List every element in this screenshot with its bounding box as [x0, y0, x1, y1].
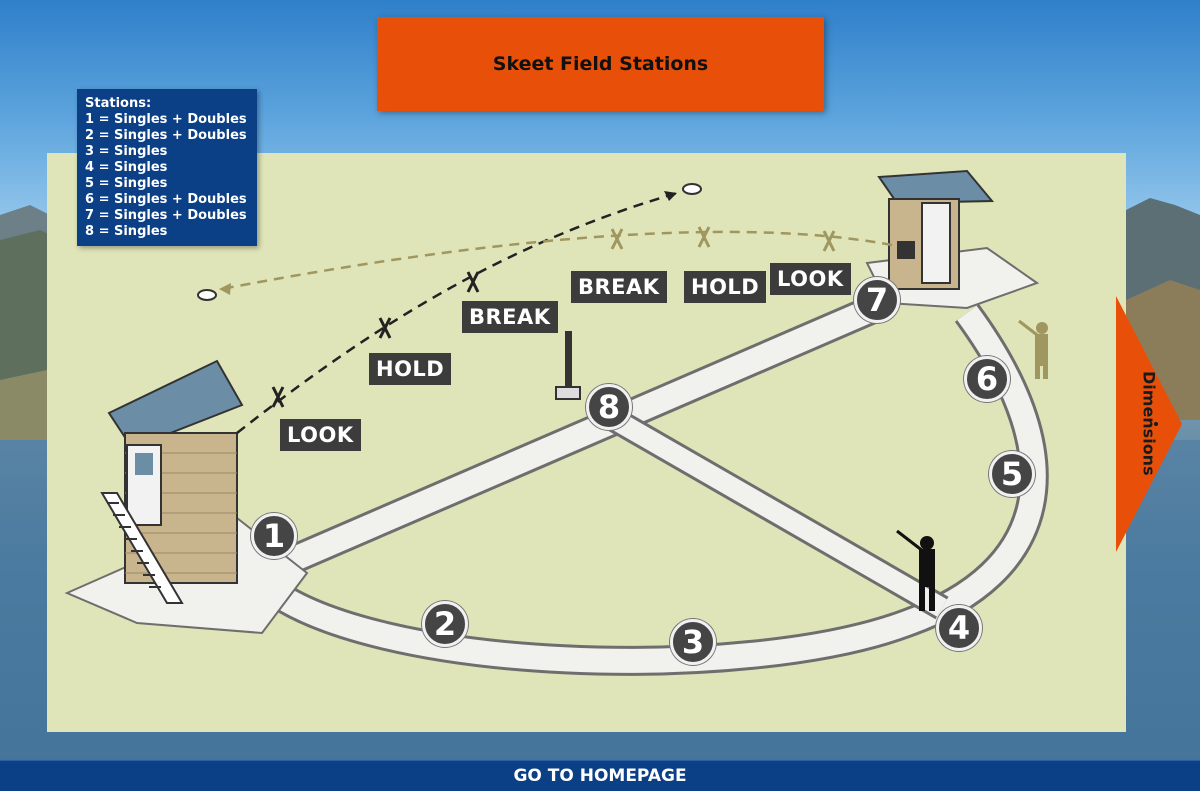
dimensions-label[interactable]: Dimensions	[1139, 370, 1159, 476]
low-house-markers	[610, 226, 836, 252]
low-house-target	[197, 289, 217, 301]
station-1: 1	[251, 513, 297, 559]
high-house-hold-tag: HOLD	[369, 353, 452, 385]
low-house	[877, 169, 995, 290]
legend-heading: Stations:	[85, 96, 152, 111]
shooter-station-4	[896, 529, 935, 611]
dimensions-button[interactable]	[1116, 296, 1182, 552]
legend-item: 8 = Singles	[85, 224, 168, 239]
station-8: 8	[586, 384, 632, 430]
stations-legend: Stations: 1 = Singles + Doubles 2 = Sing…	[77, 89, 257, 246]
field-drawing	[64, 169, 1049, 676]
shooter-station-6	[1018, 319, 1048, 379]
go-to-homepage-link[interactable]: GO TO HOMEPAGE	[0, 760, 1200, 791]
arrow-right-icon	[1116, 296, 1182, 552]
legend-item: 4 = Singles	[85, 160, 168, 175]
station-2: 2	[422, 601, 468, 647]
high-house-markers	[271, 271, 480, 408]
dimensions-dot	[1154, 422, 1158, 426]
station-7: 7	[854, 277, 900, 323]
high-house-look-tag: LOOK	[280, 419, 361, 451]
station-5: 5	[989, 451, 1035, 497]
station-4: 4	[936, 605, 982, 651]
legend-item: 1 = Singles + Doubles	[85, 112, 247, 127]
high-house-break-tag: BREAK	[462, 301, 558, 333]
low-house-hold-tag: HOLD	[684, 271, 767, 303]
station-3: 3	[670, 619, 716, 665]
legend-item: 3 = Singles	[85, 144, 168, 159]
center-stake	[565, 331, 572, 393]
high-house-target	[682, 183, 702, 195]
high-house	[100, 359, 244, 604]
legend-item: 2 = Singles + Doubles	[85, 128, 247, 143]
low-house-look-tag: LOOK	[770, 263, 851, 295]
legend-item: 5 = Singles	[85, 176, 168, 191]
skeet-field-diagram: LOOK HOLD BREAK BREAK HOLD LOOK 1 2 3 4 …	[47, 153, 1126, 732]
station-6: 6	[964, 356, 1010, 402]
page-title: Skeet Field Stations	[377, 17, 824, 111]
low-house-break-tag: BREAK	[571, 271, 667, 303]
legend-item: 6 = Singles + Doubles	[85, 192, 247, 207]
legend-item: 7 = Singles + Doubles	[85, 208, 247, 223]
high-house-flight-path	[236, 191, 678, 434]
